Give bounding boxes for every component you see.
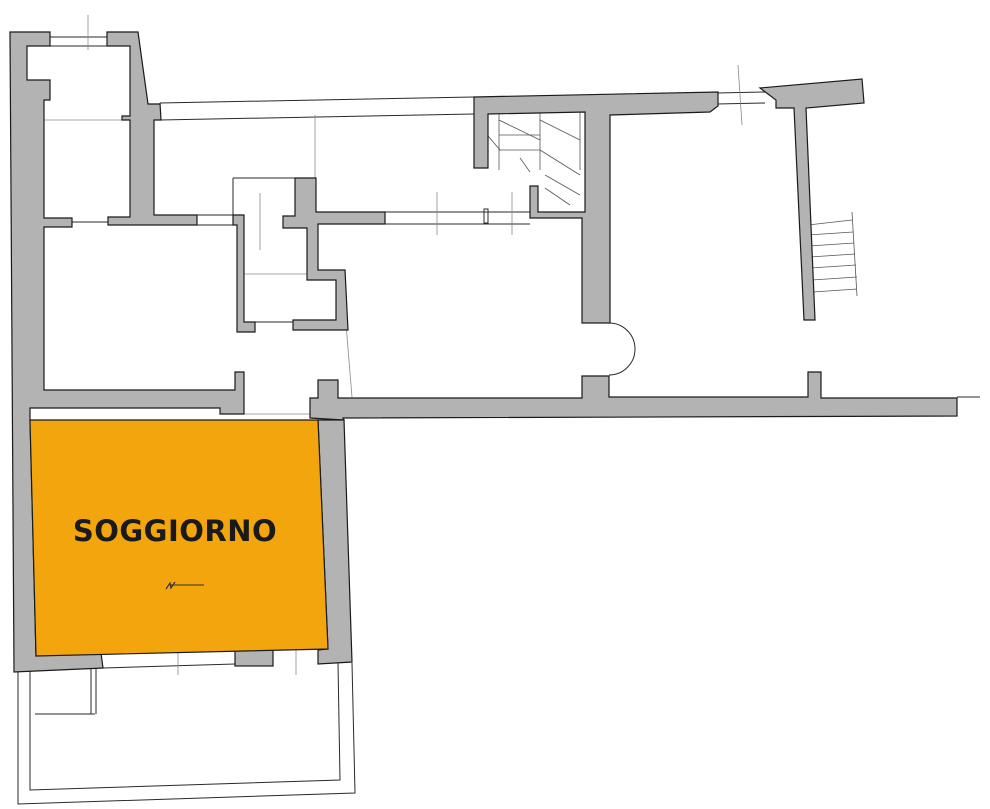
staircase-right	[807, 211, 858, 297]
room-label-soggiorno: SOGGIORNO	[73, 514, 277, 548]
room-soggiorno[interactable]: SOGGIORNO	[29, 419, 329, 657]
staircase-center	[482, 112, 581, 206]
plan-outlines	[17, 15, 980, 805]
walls	[9, 31, 958, 673]
room-soggiorno-fill	[29, 419, 329, 657]
marker-icon	[165, 581, 204, 590]
